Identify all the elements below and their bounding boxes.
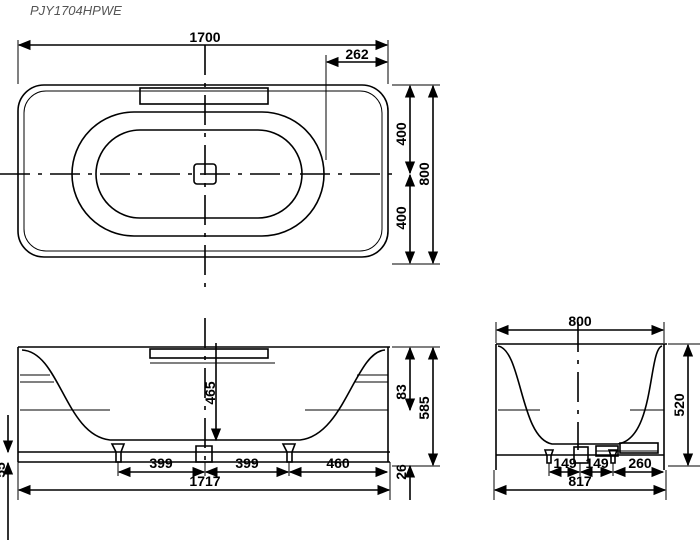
dim-149-b: 149 xyxy=(585,455,609,471)
tub-rim-inner xyxy=(23,90,383,252)
dim-260: 260 xyxy=(628,455,652,471)
dim-800-top: 800 xyxy=(416,162,432,186)
dim-55: 55 xyxy=(0,462,8,478)
side-view: 800 520 149 149 260 817 xyxy=(493,313,700,500)
headrest xyxy=(139,87,269,105)
dim-465: 465 xyxy=(202,381,218,405)
drain-assembly xyxy=(573,442,659,464)
top-view: 1700 262 400 400 800 xyxy=(0,29,440,292)
dim-817: 817 xyxy=(568,473,592,489)
dim-83: 83 xyxy=(393,384,409,400)
dim-400-lower: 400 xyxy=(393,206,409,230)
dim-149-a: 149 xyxy=(553,455,577,471)
dim-399-right: 399 xyxy=(235,455,259,471)
side-profile xyxy=(497,345,663,445)
foot-center xyxy=(195,445,213,463)
dim-262: 262 xyxy=(345,46,369,62)
foot-right xyxy=(281,443,297,463)
model-code: PJY1704HPWE xyxy=(30,3,122,18)
dim-1700: 1700 xyxy=(189,29,220,45)
dim-400-upper: 400 xyxy=(393,122,409,146)
tub-outline xyxy=(17,84,389,258)
dim-1717: 1717 xyxy=(189,473,220,489)
dim-26: 26 xyxy=(393,464,409,480)
dim-520: 520 xyxy=(671,393,687,417)
dim-800-side: 800 xyxy=(568,313,592,329)
dim-460: 460 xyxy=(326,455,350,471)
front-view: 465 83 585 26 55 399 399 460 1717 xyxy=(0,318,440,540)
dim-585: 585 xyxy=(416,396,432,420)
foot-left xyxy=(110,443,126,463)
dim-399-left: 399 xyxy=(149,455,173,471)
